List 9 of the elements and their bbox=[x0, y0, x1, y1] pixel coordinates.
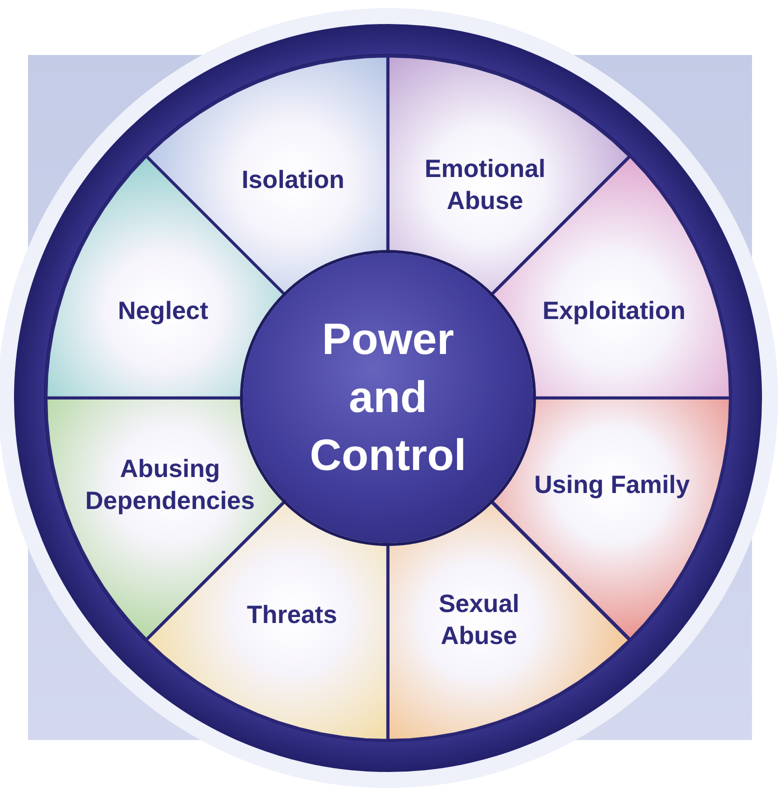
segment-label: Threats bbox=[246, 600, 338, 631]
segment-label: Isolation bbox=[240, 165, 346, 196]
segment-label: Emotional Abuse bbox=[424, 154, 546, 217]
hub-title: Power and Control bbox=[308, 314, 468, 482]
segment-label: Abusing Dependencies bbox=[84, 454, 256, 517]
segment-label: Sexual Abuse bbox=[438, 588, 520, 652]
segment-label: Exploitation bbox=[541, 296, 687, 327]
segment-label: Neglect bbox=[116, 296, 210, 327]
segment-label: Using Family bbox=[533, 470, 691, 501]
